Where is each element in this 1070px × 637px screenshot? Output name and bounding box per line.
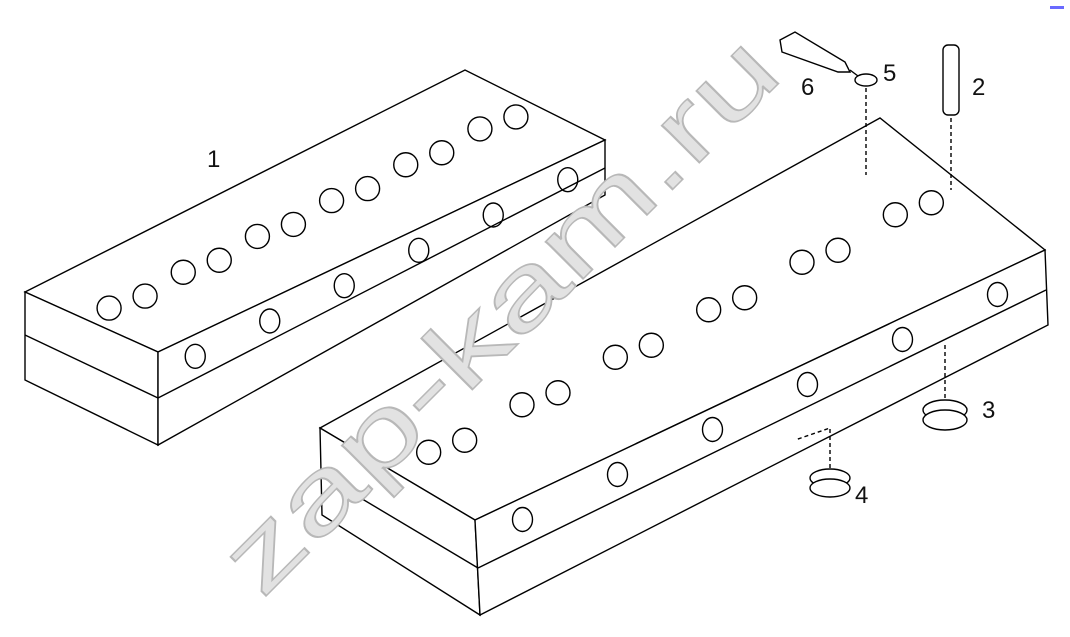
valve-bore bbox=[318, 187, 345, 214]
callout-1: 1 bbox=[207, 146, 221, 173]
valve-bore bbox=[731, 285, 758, 311]
valve-bore bbox=[415, 439, 442, 465]
cylinder-head-1 bbox=[23, 69, 607, 447]
callout-2: 2 bbox=[972, 74, 986, 101]
valve-bore bbox=[244, 223, 271, 250]
valve-bore bbox=[206, 247, 232, 273]
port-opening bbox=[701, 416, 724, 443]
valve-bore bbox=[132, 283, 158, 309]
port-opening bbox=[511, 506, 534, 533]
valve-bore bbox=[451, 427, 478, 453]
callout-4: 4 bbox=[855, 482, 869, 509]
port-opening bbox=[986, 281, 1009, 308]
valve-bore bbox=[602, 344, 629, 370]
valve-bore bbox=[825, 237, 851, 263]
valve-bore bbox=[509, 392, 535, 418]
port-opening bbox=[796, 371, 819, 398]
valve-bore bbox=[545, 380, 571, 406]
port-opening bbox=[184, 343, 206, 370]
callout-3: 3 bbox=[982, 397, 996, 424]
port-opening bbox=[333, 272, 355, 299]
port-opening bbox=[408, 237, 430, 264]
corner-mark bbox=[1050, 6, 1064, 9]
valve-bore bbox=[789, 249, 815, 275]
valve-bore bbox=[638, 332, 665, 358]
port-opening bbox=[259, 308, 281, 334]
valve-bore bbox=[354, 175, 381, 202]
valve-bore bbox=[467, 116, 493, 142]
valve-seat-insert-4 bbox=[794, 427, 851, 498]
cylinder-head-2 bbox=[318, 117, 1049, 617]
valve-bore bbox=[503, 104, 529, 130]
valve-bore bbox=[695, 297, 722, 323]
valve-bore bbox=[96, 295, 122, 321]
valve-guide bbox=[942, 44, 960, 190]
valve-bore bbox=[429, 140, 455, 166]
seal-ring-5 bbox=[854, 73, 878, 175]
port-opening bbox=[557, 166, 579, 193]
port-opening bbox=[482, 202, 504, 228]
valve-bore bbox=[918, 190, 945, 216]
valve-bore bbox=[393, 152, 419, 178]
valve-bore bbox=[170, 259, 196, 285]
valve-seat-insert-3 bbox=[922, 345, 968, 431]
valve-bore bbox=[882, 202, 909, 228]
port-opening bbox=[606, 461, 629, 488]
sealant-tube-6 bbox=[779, 31, 859, 77]
valve-bore bbox=[280, 211, 307, 238]
port-opening bbox=[891, 326, 914, 353]
callout-6: 6 bbox=[801, 74, 815, 101]
callout-5: 5 bbox=[883, 60, 897, 87]
